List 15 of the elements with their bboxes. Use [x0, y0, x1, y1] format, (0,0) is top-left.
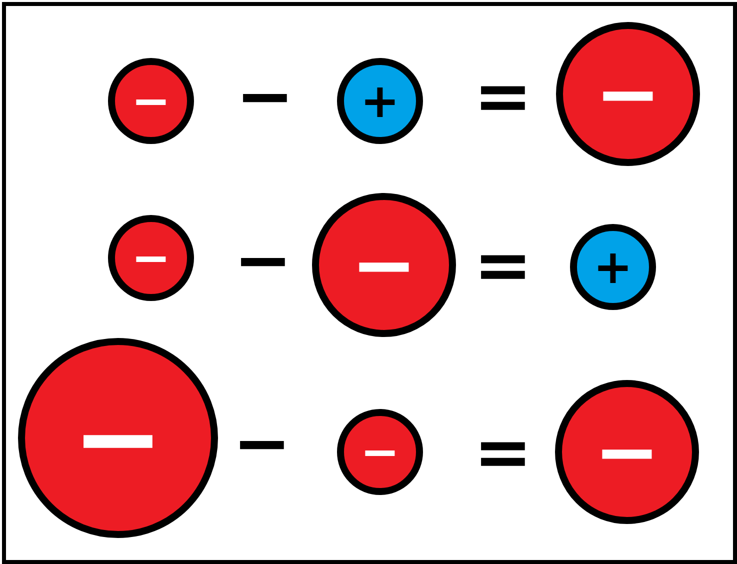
operator-sign: =: [474, 230, 532, 300]
charge-sign: −: [594, 54, 662, 134]
charge-sign: −: [131, 234, 171, 282]
operator-sign: −: [232, 408, 292, 478]
operator-sign: =: [474, 61, 532, 131]
operator-sign: −: [234, 225, 292, 295]
charge-sign: +: [593, 244, 633, 290]
charge-sign: −: [350, 226, 418, 304]
charge-sign: −: [131, 78, 171, 124]
charge-sign: −: [360, 428, 400, 476]
operator-sign: =: [474, 417, 532, 487]
charge-sign: +: [360, 78, 400, 124]
charge-sign: −: [72, 383, 164, 493]
charge-sign: −: [594, 412, 660, 492]
operator-sign: −: [236, 61, 294, 131]
